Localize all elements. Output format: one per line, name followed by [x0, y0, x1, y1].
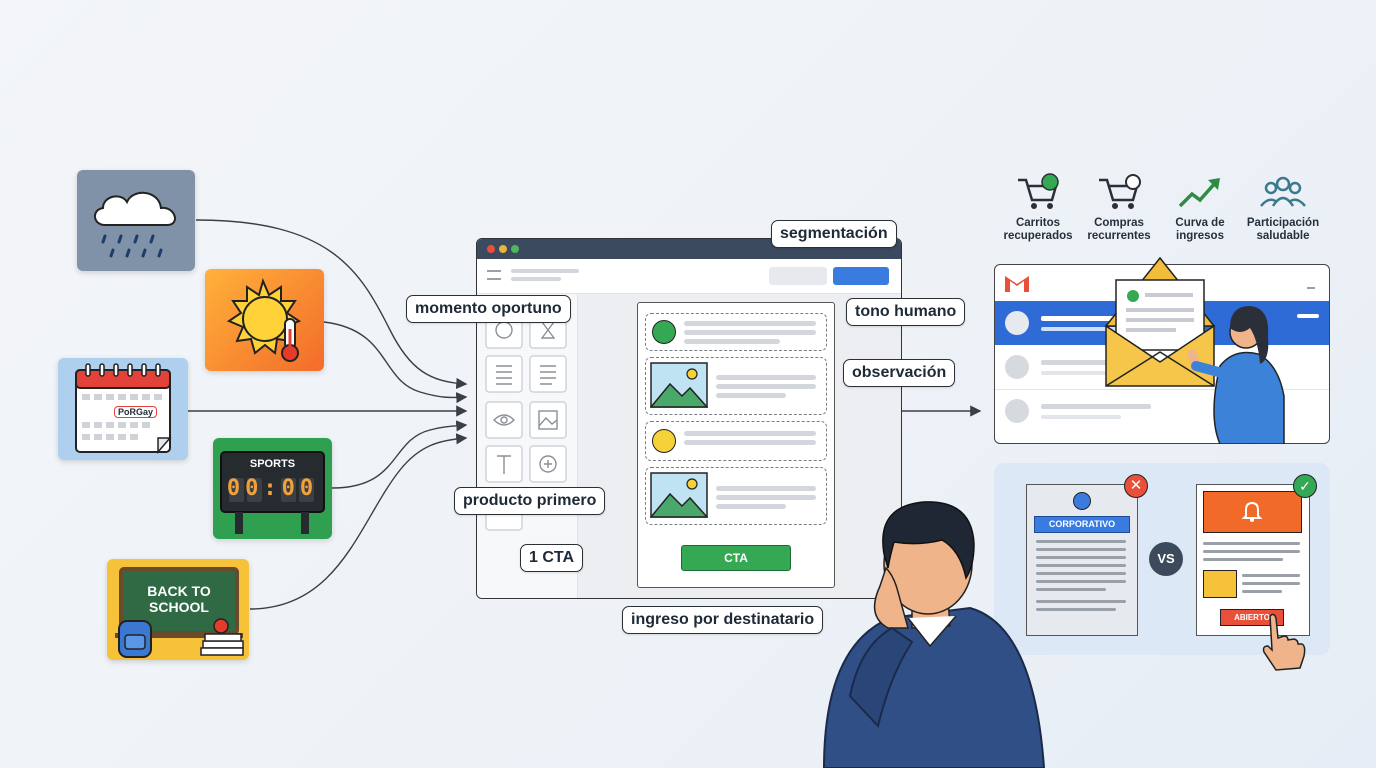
sun-thermometer-icon [226, 278, 302, 362]
inbox-row[interactable] [995, 345, 1329, 390]
rain-cloud-tile [77, 170, 195, 271]
avatar [1005, 399, 1029, 423]
bell-icon [1241, 501, 1263, 522]
sun-heat-tile [205, 269, 324, 371]
sports-scoreboard-tile: SPORTS 00:00 [213, 438, 332, 539]
open-envelope-illustration [1104, 256, 1285, 444]
lightbulb-icon [652, 429, 676, 453]
label-1-cta: 1 CTA [520, 544, 584, 572]
metric-carritos: Carritos recuperados [998, 172, 1078, 243]
sports-score: 00:00 [226, 476, 319, 501]
label-momento-oportuno: momento oportuno [406, 295, 571, 323]
thermometer-badge-icon [652, 320, 676, 344]
inbox-row[interactable] [995, 389, 1329, 433]
books-icon [200, 618, 244, 656]
gmail-logo-icon [1005, 276, 1029, 292]
label-segmentacion: segmentación [771, 220, 897, 248]
people-icon [1260, 176, 1306, 207]
metric-line2: ingresos [1176, 230, 1224, 242]
label-tono-humano: tono humano [846, 298, 966, 326]
corporate-label: CORPORATIVO [1034, 516, 1130, 533]
cart-repeat-icon [1099, 174, 1141, 209]
image-icon [650, 472, 708, 518]
vs-badge: VS [1149, 542, 1183, 576]
avatar [1005, 355, 1029, 379]
label-observacion: observación [843, 359, 956, 387]
close-dot[interactable] [487, 245, 495, 253]
maximize-dot[interactable] [511, 245, 519, 253]
school-text-line2: SCHOOL [149, 599, 209, 615]
metric-participacion: Participación saludable [1243, 172, 1323, 243]
label-producto-primero: producto primero [454, 487, 606, 515]
rain-cloud-icon [94, 192, 176, 258]
backpack-icon [118, 620, 152, 658]
toolbar-title-placeholder [511, 269, 579, 273]
corporate-logo-dot [1073, 492, 1091, 510]
metric-line2: saludable [1256, 230, 1310, 242]
scoreboard-icon [220, 451, 325, 534]
pointing-hand-icon [1262, 613, 1306, 671]
avatar [1005, 311, 1029, 335]
chalkboard-icon [115, 567, 244, 658]
editor-toolbar [477, 259, 901, 294]
open-button[interactable]: ABIERTO [1220, 609, 1284, 626]
product-thumb [1203, 570, 1237, 598]
metric-compras: Compras recurrentes [1079, 172, 1159, 243]
minimize-dot[interactable] [499, 245, 507, 253]
school-text-line1: BACK TO [147, 583, 211, 599]
cart-check-icon [1018, 173, 1059, 209]
send-button[interactable] [833, 267, 889, 285]
preview-button[interactable] [769, 267, 827, 285]
calendar-day-label: PoRGay [114, 406, 158, 418]
metric-line1: Curva de [1175, 217, 1225, 229]
download-icon[interactable] [1307, 275, 1315, 289]
approve-check-icon: ✓ [1293, 474, 1317, 498]
metric-line1: Carritos [1015, 217, 1061, 229]
metric-line1: Participación [1246, 217, 1320, 229]
label-ingreso-por-destinatario: ingreso por destinatario [622, 606, 824, 634]
metric-line2: recurrentes [1087, 230, 1151, 242]
sports-title: SPORTS [249, 458, 296, 470]
thinking-man-illustration [822, 501, 1046, 768]
metric-curva: Curva de ingresos [1160, 172, 1240, 243]
metric-line1: Compras [1094, 217, 1144, 229]
back-to-school-tile: BACK TO SCHOOL [107, 559, 249, 660]
toolbar-subtitle-placeholder [511, 277, 561, 281]
image-icon [650, 362, 708, 408]
metric-line2: recuperados [1003, 230, 1073, 242]
notification-header [1203, 491, 1302, 533]
menu-icon[interactable] [487, 270, 501, 280]
trend-up-icon [1178, 178, 1220, 208]
calendar-tile: PoRGay [58, 358, 188, 460]
cta-button[interactable]: CTA [681, 545, 791, 571]
reject-x-icon: ✕ [1124, 474, 1148, 498]
woman-figure [1187, 306, 1285, 444]
